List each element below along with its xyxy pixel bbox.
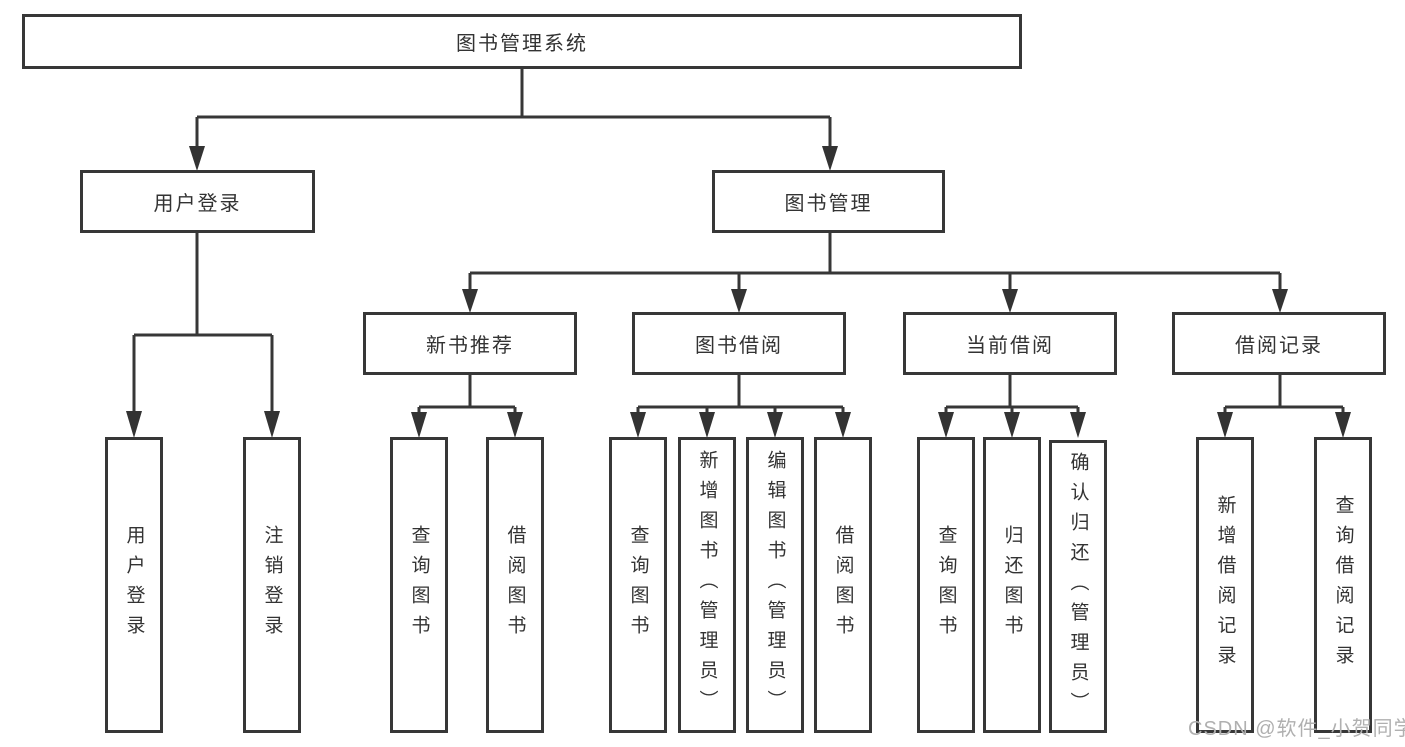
connector-new-book-recommend-to-leaves [411,375,523,438]
node-label: 图书借阅 [695,335,783,357]
node-label: 借阅图书 [504,525,526,645]
csdn-watermark: CSDN @软件_小贺同学 [1188,718,1405,740]
node-label: 图书管理 [784,193,873,215]
node-label: 归还图书 [1001,525,1023,645]
node-label: 图书管理系统 [456,33,588,55]
node-current-borrow: 当前借阅 [903,312,1117,375]
connector-borrow-records-to-leaves [1217,375,1351,438]
leaf-recommend-query-books: 查询图书 [390,437,448,733]
node-label: 借阅图书 [832,525,854,645]
node-book-borrow: 图书借阅 [632,312,846,375]
connector-book-management-to-level3 [462,233,1288,313]
node-user-login: 用户登录 [80,170,315,233]
node-borrow-records: 借阅记录 [1172,312,1386,375]
node-root-system: 图书管理系统 [22,14,1022,69]
connector-user-login-to-leaves [126,233,280,438]
leaf-current-return-books: 归还图书 [983,437,1041,733]
leaf-current-query-books: 查询图书 [917,437,975,733]
node-label: 查询借阅记录 [1332,495,1354,675]
node-label: 编辑图书（管理员） [764,450,786,720]
leaf-current-confirm-return-admin: 确认归还（管理员） [1049,440,1107,733]
leaf-borrow-edit-books-admin: 编辑图书（管理员） [746,437,804,733]
connector-current-borrow-to-leaves [938,375,1086,438]
node-label: 用户登录 [153,193,242,215]
connector-root-to-level2 [189,69,838,171]
leaf-user-login: 用户登录 [105,437,163,733]
node-label: 当前借阅 [966,335,1054,357]
node-label: 新增借阅记录 [1214,495,1236,675]
leaf-recommend-borrow-books: 借阅图书 [486,437,544,733]
node-label: 借阅记录 [1235,335,1323,357]
node-label: 查询图书 [408,525,430,645]
leaf-records-query-borrow-record: 查询借阅记录 [1314,437,1372,733]
leaf-records-add-borrow-record: 新增借阅记录 [1196,437,1254,733]
node-new-book-recommend: 新书推荐 [363,312,577,375]
node-label: 确认归还（管理员） [1067,451,1089,722]
leaf-borrow-borrow-books: 借阅图书 [814,437,872,733]
node-book-management: 图书管理 [712,170,945,233]
node-label: 新增图书（管理员） [696,450,718,720]
node-label: 查询图书 [935,525,957,645]
leaf-logout: 注销登录 [243,437,301,733]
node-label: 新书推荐 [426,335,514,357]
connector-book-borrow-to-leaves [630,375,851,438]
leaf-borrow-add-books-admin: 新增图书（管理员） [678,437,736,733]
node-label: 注销登录 [261,525,283,645]
node-label: 用户登录 [123,525,145,645]
leaf-borrow-query-books: 查询图书 [609,437,667,733]
node-label: 查询图书 [627,525,649,645]
